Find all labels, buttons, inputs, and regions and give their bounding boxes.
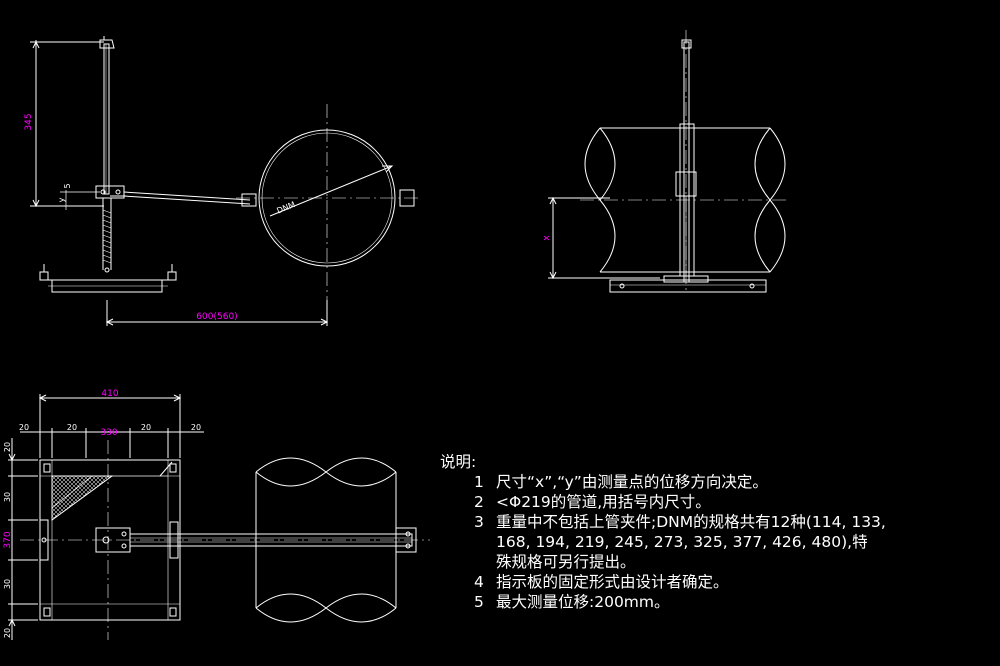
note-text: 重量中不包括上管夹件;DNM的规格共有12种(114, 133, bbox=[496, 513, 886, 531]
dim-x: x bbox=[542, 235, 552, 241]
dim-345: 345 bbox=[24, 113, 34, 130]
note-text: 最大测量位移:200mm。 bbox=[496, 593, 670, 611]
dim-330: 330 bbox=[100, 428, 117, 438]
dim-600: 600(560) bbox=[196, 312, 237, 322]
dimension-labels: 345 600(560) x 410 330 370 bbox=[3, 113, 552, 548]
note-item: 1 尺寸“x”,“y”由测量点的位移方向决定。 bbox=[440, 472, 995, 492]
note-text-continued: 殊规格可另行提出。 bbox=[496, 553, 636, 571]
dim-plan-20-c: 20 bbox=[141, 423, 151, 432]
note-item: 5 最大测量位移:200mm。 bbox=[440, 592, 995, 612]
dim-410: 410 bbox=[101, 389, 118, 399]
dim-5: 5 bbox=[63, 183, 72, 188]
note-number: 3 bbox=[474, 513, 484, 531]
note-text: <Φ219的管道,用括号内尺寸。 bbox=[496, 493, 711, 511]
label-dnm: DNM bbox=[276, 200, 297, 216]
notes-block: 说明: 1 尺寸“x”,“y”由测量点的位移方向决定。 2 <Φ219的管道,用括号… bbox=[440, 452, 995, 612]
dim-left-30-top: 30 bbox=[3, 492, 12, 502]
note-text: 尺寸“x”,“y”由测量点的位移方向决定。 bbox=[496, 473, 768, 491]
note-text-continued: 168, 194, 219, 245, 273, 325, 377, 426, … bbox=[496, 533, 868, 551]
side-view bbox=[548, 30, 790, 293]
dim-left-30-bot: 30 bbox=[3, 579, 12, 589]
dim-left-20-top: 20 bbox=[3, 442, 12, 452]
note-item: 3 重量中不包括上管夹件;DNM的规格共有12种(114, 133, 168, 1… bbox=[440, 512, 995, 572]
dim-plan-20-a: 20 bbox=[19, 423, 29, 432]
note-number: 4 bbox=[474, 573, 484, 591]
notes-title: 说明: bbox=[440, 453, 477, 471]
note-item: 2 <Φ219的管道,用括号内尺寸。 bbox=[440, 492, 995, 512]
dim-y: y bbox=[57, 197, 66, 202]
dim-plan-20-b: 20 bbox=[67, 423, 77, 432]
dim-plan-20-d: 20 bbox=[191, 423, 201, 432]
dim-left-20-bot: 20 bbox=[3, 628, 12, 638]
front-view bbox=[30, 36, 420, 326]
plan-view bbox=[8, 394, 430, 640]
dim-370: 370 bbox=[3, 531, 13, 548]
dimension-labels-white: y 5 DNM 20 20 20 20 20 30 30 20 bbox=[3, 183, 297, 638]
note-number: 2 bbox=[474, 493, 484, 511]
note-item: 4 指示板的固定形式由设计者确定。 bbox=[440, 572, 995, 592]
note-number: 1 bbox=[474, 473, 484, 491]
note-number: 5 bbox=[474, 593, 484, 611]
note-text: 指示板的固定形式由设计者确定。 bbox=[496, 573, 729, 591]
